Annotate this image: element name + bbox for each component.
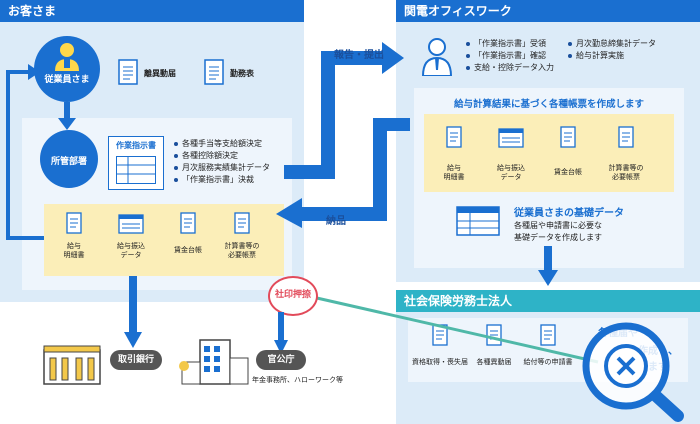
office-wage-ledger-doc-icon [560,126,576,148]
transfer-form-label: 各種異動届 [476,358,512,366]
dept-label: 所管部署 [50,157,87,167]
dept-task-item: 「作業指示書」決裁 [174,174,270,186]
calc-forms-label-line2: 必要帳票 [228,251,256,259]
office-calc-forms-doc-icon [618,126,634,148]
bank-building-icon [43,345,101,385]
staff-person-icon [421,38,453,76]
office-payslip-doc-icon [446,126,462,148]
basic-data-table-icon [456,206,500,236]
office-task-item: 月次勤怠締集計データ [568,38,656,50]
office-transfer-data-label-line2: データ [500,173,522,181]
government-sublabel: 年金事務所、ハローワーク等 [252,376,343,384]
government-label: 官公庁 [256,350,306,370]
dept-task-list: 各種手当等支給額決定 各種控除額決定 月次服務実績集計データ 「作業指示書」決裁 [174,138,270,186]
employee-label: 従業員さま [44,75,90,85]
payslip-label-line1: 給与 [67,242,81,250]
labor-title: 社会保険労務士法人 [396,290,700,312]
delivery-arrow-icon [276,118,410,228]
timesheet-doc-icon [204,59,224,85]
seal-connector-line [307,294,599,364]
delivery-label: 納品 [326,216,346,227]
seal-label: 社印押捺 [274,290,311,300]
benefit-application-label: 給付等の申請書 [523,358,573,366]
dept-task-item: 各種手当等支給額決定 [174,138,270,150]
instruction-doc-title: 作業指示書 [116,141,156,150]
dept-task-item: 各種控除額決定 [174,150,270,162]
government-building-icon [179,339,249,385]
bank-label: 取引銀行 [110,350,162,370]
report-submit-arrow-icon [284,42,404,179]
government-down-arrow-icon [274,312,288,354]
dept-task-item: 月次服務実績集計データ [174,162,270,174]
office-payslip-label-line1: 給与 [447,164,461,172]
instruction-doc-table-icon [116,156,156,184]
wage-ledger-label: 賃金台帳 [174,246,202,254]
office-transfer-data-doc-icon [498,128,524,148]
office-task-item: 「作業指示書」確認 [466,50,554,62]
basic-data-desc-line2: 基礎データを作成します [514,233,602,242]
feedback-loop-arrow-icon [6,64,46,240]
customer-title: お客さま [0,0,304,22]
calc-forms-doc-icon [234,212,250,234]
down-arrow-icon [58,102,76,130]
office-task-list-2: 月次勤怠締集計データ 給与計算実施 [568,38,656,62]
office-title: 関電オフィスワーク [396,0,700,22]
qualification-form-label: 資格取得・喪失届 [412,358,468,366]
office-wage-ledger-label: 賃金台帳 [554,168,582,176]
transfer-data-doc-icon [118,214,144,234]
wage-ledger-doc-icon [180,212,196,234]
transfer-notice-doc-icon [118,59,138,85]
office-payslip-label-line2: 明細書 [443,173,465,181]
office-transfer-data-label-line1: 給与振込 [497,164,525,172]
transfer-data-label-line2: データ [120,251,142,259]
benefit-application-doc-icon [540,324,556,346]
employee-icon [55,43,79,71]
office-task-item: 支給・控除データ入力 [466,62,554,74]
seal-stamp [268,276,318,316]
transfer-data-label-line1: 給与振込 [117,242,145,250]
office-report-heading: 給与計算結果に基づく各種帳票を作成します [453,99,644,110]
office-calc-forms-label-line2: 必要帳票 [612,173,640,181]
bank-down-arrow-icon [124,276,142,348]
payslip-label-line2: 明細書 [63,251,85,259]
payslip-doc-icon [66,212,82,234]
transfer-notice-label: 離異動届 [144,69,176,78]
office-task-item: 「作業指示書」受領 [466,38,554,50]
dept-circle [40,130,98,188]
basic-data-desc-line1: 各種届や申請書に必要な [514,221,602,230]
calc-forms-label-line1: 計算書等の [224,242,260,250]
office-calc-forms-label-line1: 計算書等の [608,164,644,172]
basic-data-title: 従業員さまの基礎データ [514,208,624,219]
office-task-item: 給与計算実施 [568,50,656,62]
down-arrow-to-labor-icon [538,246,558,286]
magnifier-icon [582,322,684,422]
timesheet-label: 勤務表 [230,69,254,78]
report-submit-label: 報告・提出 [334,50,384,61]
office-task-list-1: 「作業指示書」受領 「作業指示書」確認 支給・控除データ入力 [466,38,554,74]
